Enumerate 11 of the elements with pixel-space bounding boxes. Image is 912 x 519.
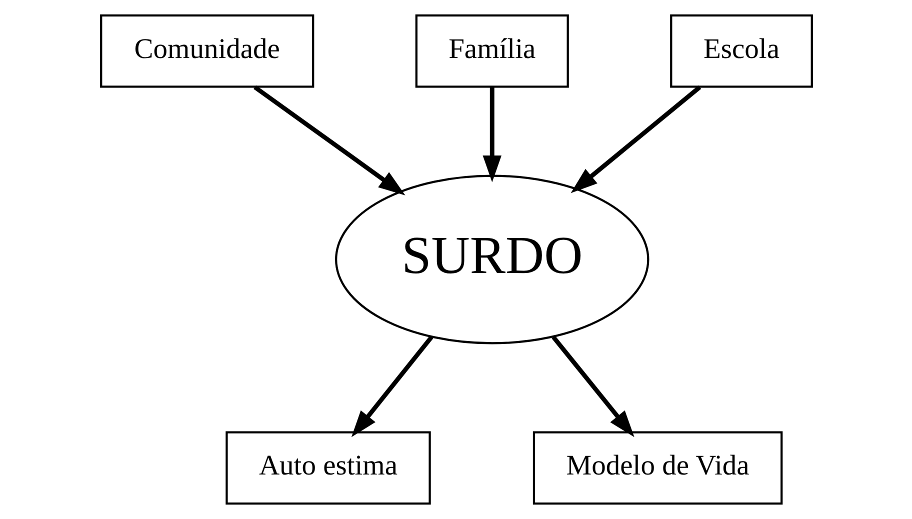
- node-box: Modelo de Vida: [532, 431, 782, 505]
- arrow: [482, 87, 501, 182]
- arrow: [570, 85, 701, 194]
- node-box: Comunidade: [100, 14, 314, 88]
- node-box: Escola: [670, 14, 812, 88]
- node-box: Auto estima: [225, 431, 430, 505]
- node-ellipse: SURDO: [334, 174, 649, 344]
- arrow: [253, 85, 405, 196]
- arrow: [350, 336, 433, 438]
- arrow: [551, 336, 634, 438]
- node-box: Família: [414, 14, 568, 88]
